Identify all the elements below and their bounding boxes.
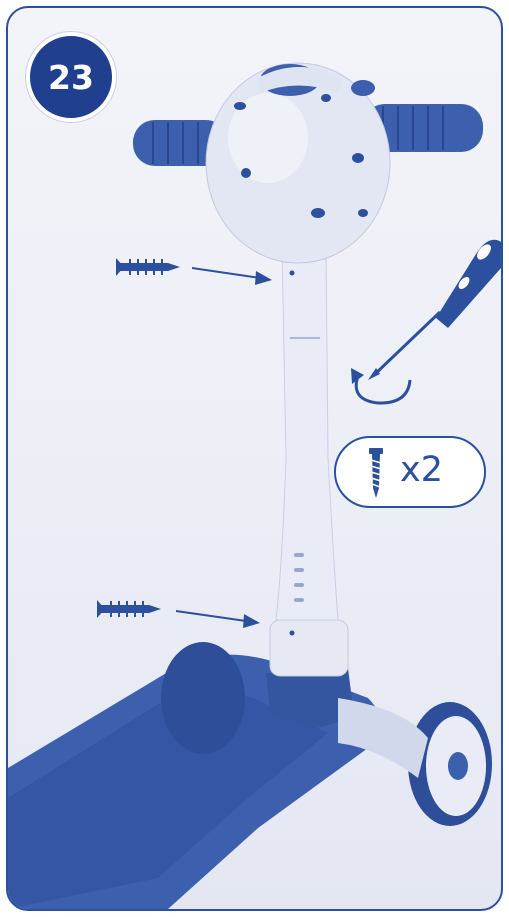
arrow-icon-upper bbox=[192, 268, 272, 285]
screw-quantity-callout: x2 bbox=[334, 436, 486, 508]
steering-stem bbox=[276, 248, 338, 620]
front-wheel bbox=[161, 642, 245, 754]
screwdriver-icon bbox=[368, 240, 501, 380]
step-number-badge: 23 bbox=[26, 32, 116, 122]
screw-quantity-label: x2 bbox=[400, 450, 443, 490]
screw-icon-lower bbox=[97, 600, 161, 618]
rotate-clockwise-icon bbox=[351, 368, 410, 403]
stem-collar bbox=[270, 620, 348, 676]
instruction-panel: 23 x2 bbox=[6, 6, 503, 911]
screw-icon-upper bbox=[116, 258, 180, 276]
steering-head bbox=[206, 63, 390, 263]
arrow-icon-lower bbox=[176, 611, 260, 628]
screw-icon bbox=[368, 448, 384, 498]
